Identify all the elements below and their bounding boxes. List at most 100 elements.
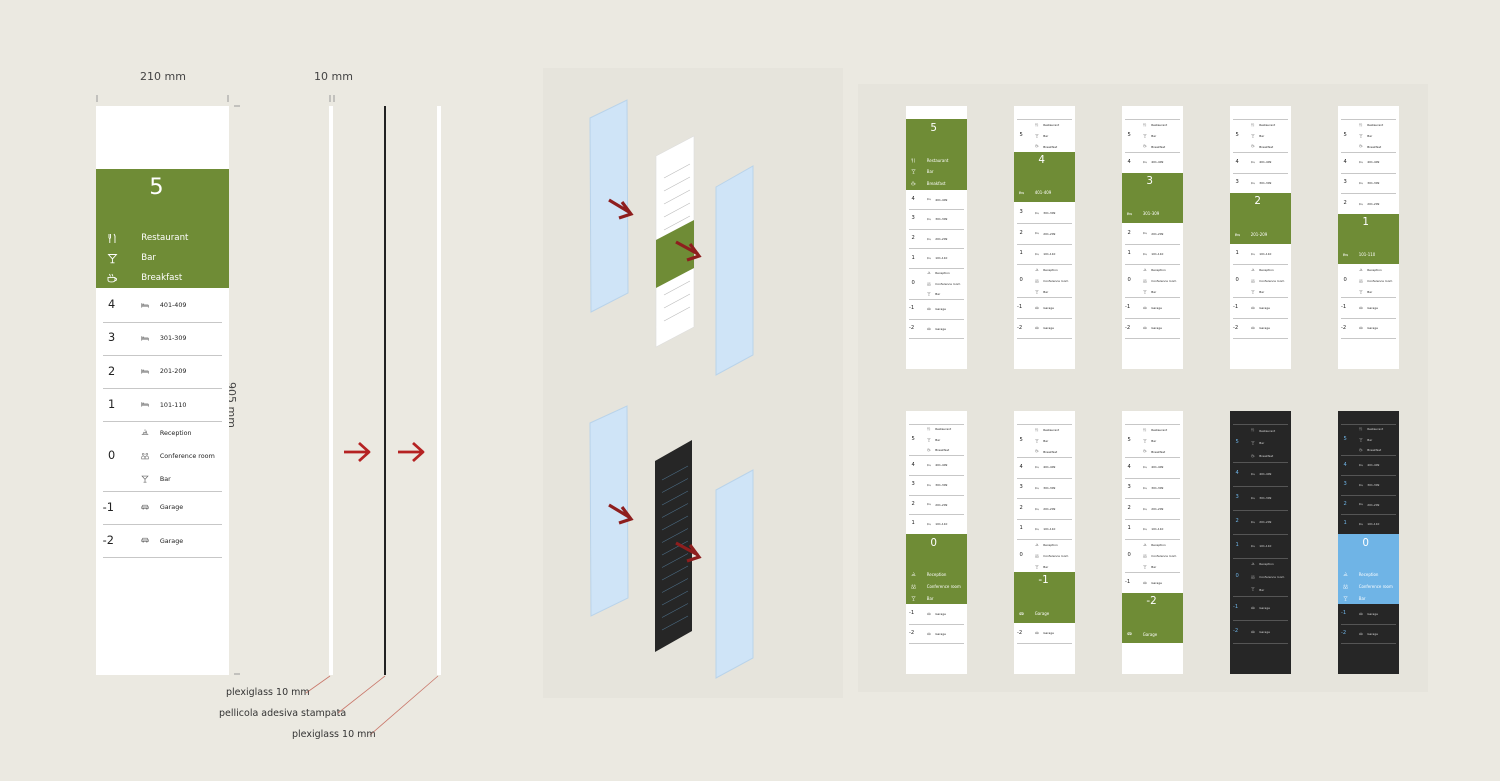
- cocktail-glass-icon: [1142, 438, 1147, 443]
- floor-divider: [1233, 557, 1288, 559]
- floor-number: -1: [1038, 574, 1049, 587]
- bed-icon: [1142, 465, 1147, 469]
- floor-destination-label: Bar: [1151, 289, 1157, 294]
- car-icon: [1142, 581, 1147, 585]
- floor-destination-label: Bar: [926, 169, 934, 175]
- car-icon: [1250, 630, 1255, 634]
- floor-divider: [1125, 297, 1180, 299]
- floor-destination-label: Garage: [1151, 326, 1162, 331]
- floor-destination-label: Restaurant: [1043, 122, 1060, 127]
- floor-number: 1: [107, 397, 116, 411]
- floor-divider: [1233, 264, 1288, 266]
- reception-bell-icon: [911, 572, 916, 577]
- floor-destination-label: Garage: [1043, 305, 1054, 310]
- floor-destination-label: 301-309: [1259, 181, 1272, 186]
- plexiglass-back-panel: [715, 469, 754, 679]
- fork-knife-icon: [1035, 122, 1039, 127]
- floor-destination-label: Reception: [926, 572, 947, 578]
- cocktail-glass-icon: [1250, 441, 1255, 445]
- fork-knife-icon: [1143, 122, 1147, 127]
- floor-destination-label: Breakfast: [935, 448, 950, 453]
- floor-divider: [1125, 423, 1180, 425]
- floor-divider: [1017, 477, 1072, 479]
- floor-number: 5: [1127, 131, 1131, 138]
- floor-number: 4: [1019, 463, 1023, 470]
- floor-destination-label: Conference room: [159, 452, 215, 461]
- bed-icon: [1358, 160, 1363, 164]
- cocktail-glass-icon: [1250, 133, 1255, 138]
- floor-destination-label: Bar: [935, 292, 941, 297]
- floor-number: 5: [1343, 131, 1347, 138]
- floor-number: -1: [1125, 303, 1131, 310]
- conference-people-icon: [926, 282, 931, 286]
- fork-knife-icon: [1359, 427, 1363, 431]
- bed-icon: [1358, 181, 1363, 185]
- reception-bell-icon: [1343, 572, 1348, 577]
- floor-destination-label: Bar: [1358, 596, 1366, 601]
- film-line: [661, 503, 689, 518]
- floor-destination-label: Bar: [1259, 133, 1265, 138]
- floor-number: -1: [1233, 604, 1239, 611]
- floor-number: -1: [1233, 303, 1239, 310]
- floor-divider: [1341, 118, 1396, 120]
- bed-icon: [1250, 252, 1255, 256]
- floor-destination-label: Garage: [159, 536, 184, 545]
- floor-destination-label: Garage: [1259, 326, 1270, 331]
- coffee-cup-icon: [1034, 449, 1039, 453]
- floor-destination-label: Bar: [1151, 565, 1157, 570]
- floor-number: 5: [930, 122, 937, 135]
- floor-destination-label: 101-110: [1259, 543, 1272, 548]
- floor-number: 0: [1343, 277, 1347, 284]
- floor-divider: [909, 474, 964, 476]
- floor-divider: [1125, 518, 1180, 520]
- floor-destination-label: Breakfast: [1259, 144, 1274, 149]
- reception-bell-icon: [927, 271, 931, 275]
- floor-number: -2: [909, 630, 915, 637]
- coffee-cup-icon: [1142, 144, 1147, 148]
- floor-divider: [1233, 643, 1288, 645]
- film-line: [663, 293, 691, 309]
- floor-destination-label: Bar: [1043, 133, 1049, 138]
- bed-icon: [926, 217, 931, 221]
- printed-film-panel-dark: [655, 440, 692, 652]
- floor-number: 5: [149, 174, 164, 201]
- floor-divider: [1341, 474, 1396, 476]
- reception-bell-icon: [1251, 562, 1255, 566]
- cocktail-glass-icon: [1142, 290, 1147, 294]
- bed-icon: [1142, 231, 1147, 235]
- conference-people-icon: [1034, 279, 1039, 283]
- floor-divider: [102, 321, 223, 323]
- bed-icon: [1343, 252, 1348, 257]
- floor-destination-label: Restaurant: [1151, 122, 1168, 127]
- bed-icon: [926, 502, 931, 506]
- conference-people-icon: [1342, 584, 1348, 589]
- floor-destination-label: Bar: [1151, 438, 1157, 443]
- floor-number: 1: [1019, 250, 1023, 257]
- coffee-cup-icon: [926, 448, 931, 452]
- cocktail-glass-icon: [107, 253, 118, 264]
- cocktail-glass-icon: [1250, 587, 1255, 592]
- floor-number: 0: [1235, 277, 1239, 284]
- floor-destination-label: 401-409: [1259, 160, 1272, 165]
- floor-divider: [1017, 317, 1072, 319]
- film-highlight-band: [656, 220, 694, 288]
- floor-divider: [1233, 118, 1288, 120]
